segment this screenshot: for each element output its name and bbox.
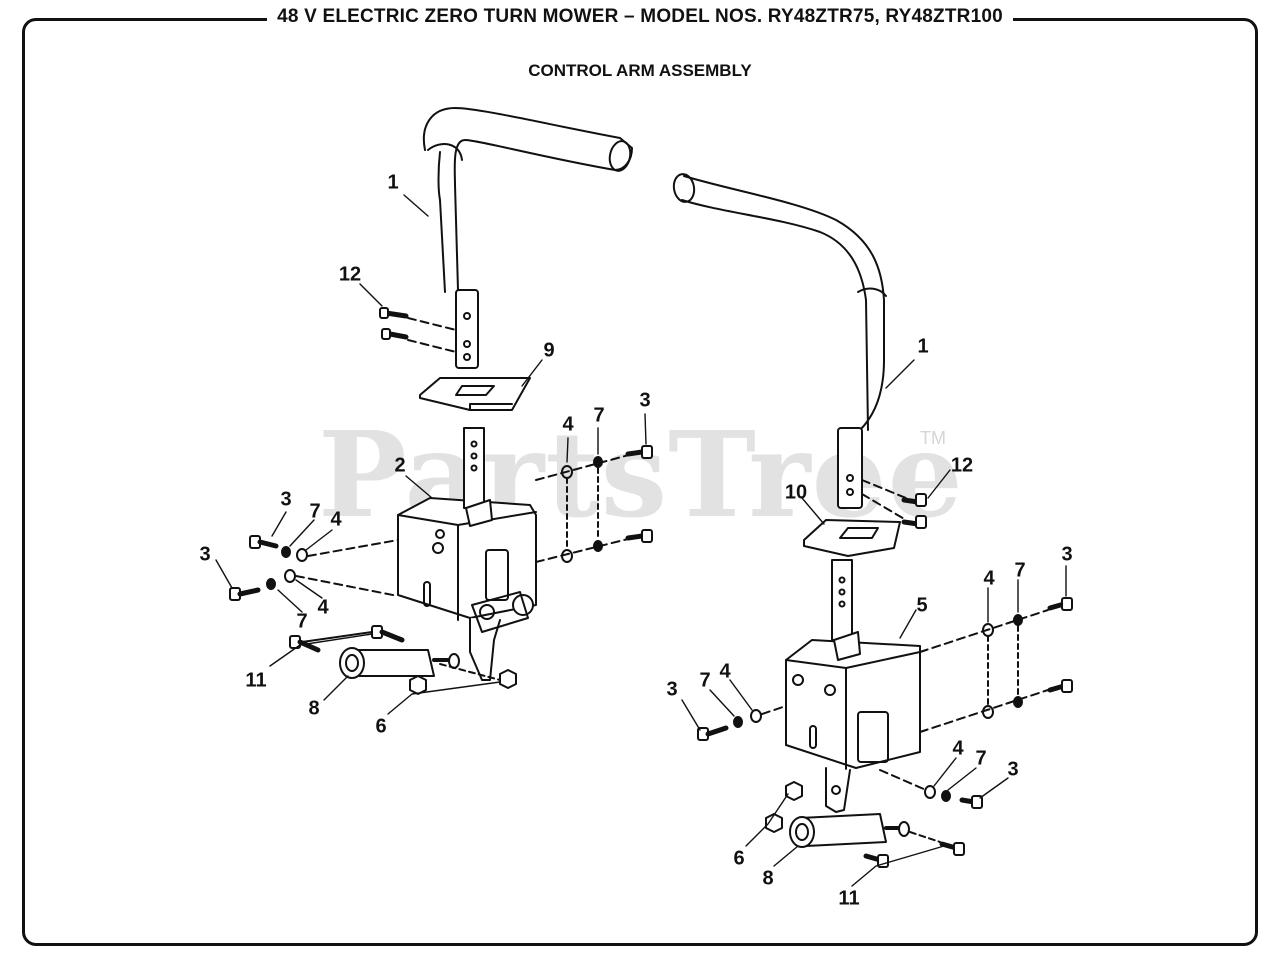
left-plate-9 bbox=[419, 377, 531, 411]
left-control-arm bbox=[422, 107, 633, 369]
callout-bolt-3: 3 bbox=[199, 543, 211, 566]
left-hardware-right-side bbox=[535, 445, 653, 563]
callout-bolt-11-left: 11 bbox=[245, 669, 267, 692]
callout-bolt-12-right: 12 bbox=[950, 454, 974, 477]
callout-control-arm-left: 1 bbox=[387, 171, 399, 194]
callout-bolt-3: 3 bbox=[1061, 543, 1073, 566]
right-control-box-5 bbox=[785, 559, 921, 813]
callout-damper-8-left: 8 bbox=[308, 697, 320, 720]
callout-bolt-3: 3 bbox=[280, 488, 292, 511]
callout-bolt-12-left: 12 bbox=[338, 263, 362, 286]
callout-lockwasher-7: 7 bbox=[593, 404, 605, 427]
callout-bolt-3: 3 bbox=[1007, 758, 1019, 781]
callout-lockwasher-7: 7 bbox=[975, 747, 987, 770]
callout-nut-6-left: 6 bbox=[375, 715, 387, 738]
callout-lockwasher-7: 7 bbox=[699, 669, 711, 692]
callout-washer-4: 4 bbox=[330, 508, 342, 531]
callout-lockwasher-7: 7 bbox=[1014, 559, 1026, 582]
diagram-title: CONTROL ARM ASSEMBLY bbox=[528, 61, 752, 80]
callout-plate-10: 10 bbox=[784, 481, 808, 504]
watermark-trademark: TM bbox=[920, 428, 946, 448]
leader-lines bbox=[215, 194, 1067, 887]
callout-washer-4: 4 bbox=[983, 567, 995, 590]
right-plate-10 bbox=[803, 519, 901, 557]
header-bar: 48 V ELECTRIC ZERO TURN MOWER – MODEL NO… bbox=[0, 6, 1280, 28]
callout-plate-9: 9 bbox=[543, 339, 555, 362]
right-bolts-12 bbox=[861, 479, 927, 529]
right-damper-assembly bbox=[765, 781, 965, 868]
callout-washer-4: 4 bbox=[719, 660, 731, 683]
callout-bolt-3: 3 bbox=[639, 389, 651, 412]
callout-bolt-3: 3 bbox=[666, 678, 678, 701]
callout-box-5: 5 bbox=[916, 594, 928, 617]
left-control-box-2 bbox=[397, 427, 537, 681]
right-control-arm bbox=[672, 173, 887, 509]
callout-control-arm-right: 1 bbox=[917, 335, 929, 358]
callout-lockwasher-7: 7 bbox=[296, 610, 308, 633]
callout-damper-8-right: 8 bbox=[762, 867, 774, 890]
callout-washer-4: 4 bbox=[952, 737, 964, 760]
right-hardware bbox=[697, 597, 1073, 809]
left-damper-assembly bbox=[289, 625, 517, 695]
callout-nut-6-right: 6 bbox=[733, 847, 745, 870]
callout-washer-4: 4 bbox=[317, 596, 329, 619]
callout-bolt-11-right: 11 bbox=[838, 887, 860, 910]
page-title: 48 V ELECTRIC ZERO TURN MOWER – MODEL NO… bbox=[267, 6, 1013, 27]
callout-lockwasher-7: 7 bbox=[309, 500, 321, 523]
left-bolts-12 bbox=[379, 307, 457, 353]
callout-washer-4: 4 bbox=[562, 413, 574, 436]
left-hardware-left-side bbox=[229, 535, 399, 601]
callout-box-2: 2 bbox=[394, 454, 406, 477]
